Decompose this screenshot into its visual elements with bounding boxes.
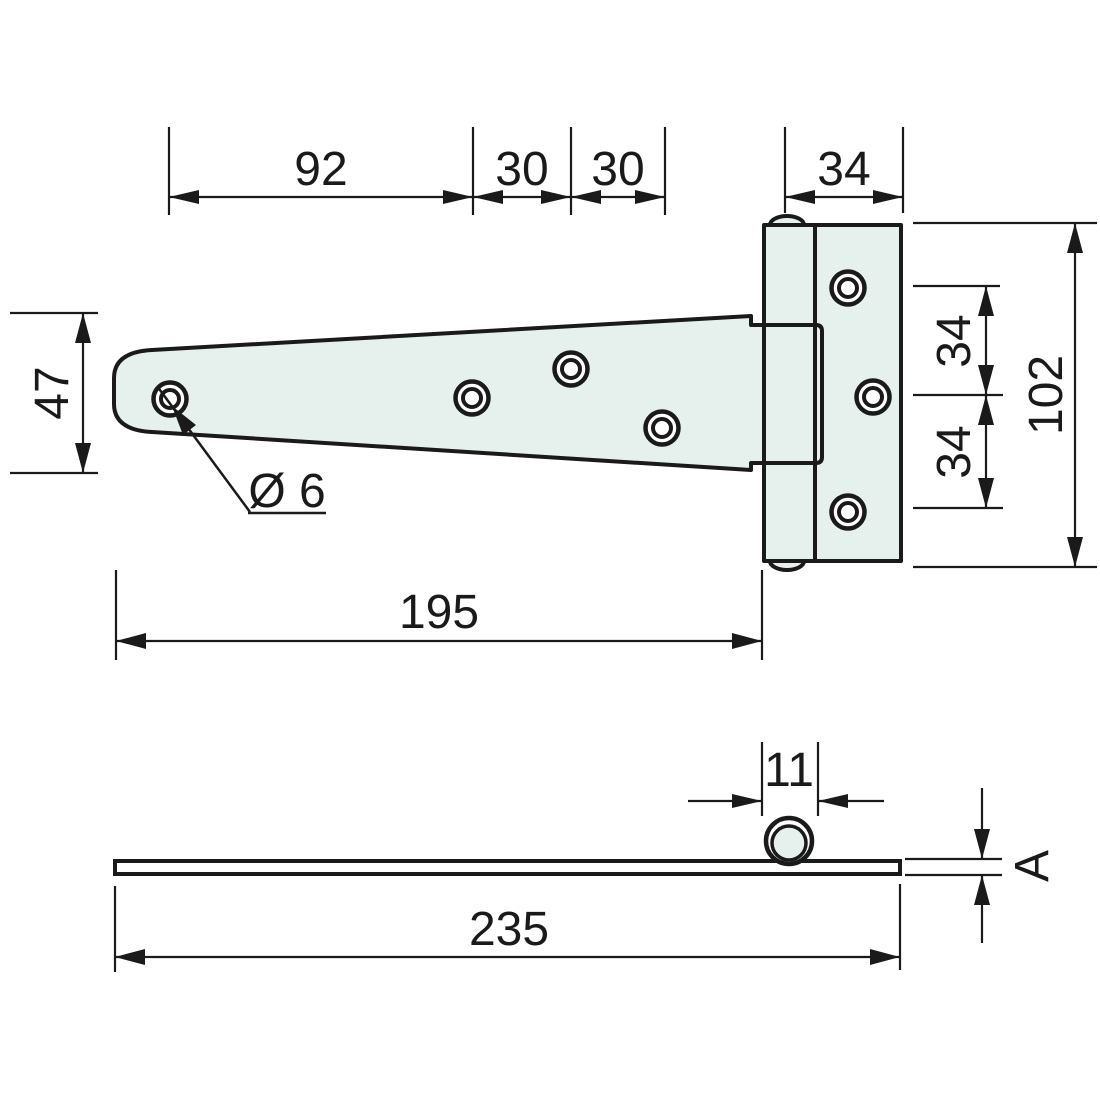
- dim-label-34-lower: 34: [928, 425, 981, 478]
- arrowhead: [1067, 223, 1083, 253]
- hole-bore: [461, 387, 483, 409]
- screw-hole: [643, 409, 681, 447]
- arrowhead: [978, 286, 994, 316]
- dim-label-A: A: [1006, 850, 1059, 882]
- hole-bore: [837, 501, 859, 523]
- side-knuckle-pin: [770, 824, 808, 862]
- dim-label-102: 102: [1020, 355, 1073, 435]
- dim-label-235: 235: [469, 903, 549, 956]
- side-profile-bar: [113, 859, 902, 876]
- arrowhead: [974, 829, 990, 859]
- arrowhead: [785, 190, 815, 204]
- arrowhead: [732, 794, 762, 808]
- dim-label-92: 92: [294, 143, 347, 196]
- dim-label-34-top: 34: [817, 143, 870, 196]
- arrowhead: [75, 443, 91, 473]
- arrowhead: [75, 313, 91, 343]
- arrowhead: [169, 190, 199, 204]
- top-view: [112, 214, 903, 572]
- arrowhead: [443, 190, 473, 204]
- hole-bore: [560, 358, 582, 380]
- dim-label-30-first: 30: [495, 143, 548, 196]
- screw-hole: [854, 378, 892, 416]
- screw-hole: [829, 269, 867, 307]
- arrowhead: [974, 875, 990, 905]
- knuckle-bottom-cap: [768, 559, 806, 572]
- arrowhead: [732, 633, 762, 649]
- arrowhead: [635, 190, 665, 204]
- arrowhead: [473, 190, 503, 204]
- hole-bore: [651, 417, 673, 439]
- dim-label-47: 47: [26, 366, 79, 419]
- arrowhead: [541, 190, 571, 204]
- cross-leaf-outline: [762, 223, 903, 563]
- strap-leaf-outline: [112, 314, 824, 472]
- knuckle-top-cap: [768, 214, 806, 227]
- arrowhead: [115, 949, 145, 965]
- side-view: 11 A 235: [113, 742, 1059, 972]
- hole-bore: [837, 277, 859, 299]
- dim-label-34-upper: 34: [928, 314, 981, 367]
- arrowhead: [818, 794, 848, 808]
- arrowhead: [978, 395, 994, 425]
- screw-hole: [453, 379, 491, 417]
- arrowhead: [870, 949, 900, 965]
- arrowhead: [1067, 537, 1083, 567]
- dim-label-30-second: 30: [591, 143, 644, 196]
- arrowhead: [978, 478, 994, 508]
- arrowhead: [978, 365, 994, 395]
- screw-hole: [829, 493, 867, 531]
- leader-arrowhead: [172, 406, 196, 435]
- dim-label-11: 11: [764, 744, 814, 797]
- dim-label-hole-diameter: Ø 6: [248, 465, 325, 518]
- top-dimensions: 92 30 30 34 47 Ø 6 34 34 102: [10, 127, 1097, 660]
- hole-bore: [862, 386, 884, 408]
- screw-hole: [552, 350, 590, 388]
- dim-label-195: 195: [399, 586, 479, 639]
- arrowhead: [116, 633, 146, 649]
- hole-bore: [159, 388, 181, 410]
- arrowhead: [873, 190, 903, 204]
- arrowhead: [571, 190, 601, 204]
